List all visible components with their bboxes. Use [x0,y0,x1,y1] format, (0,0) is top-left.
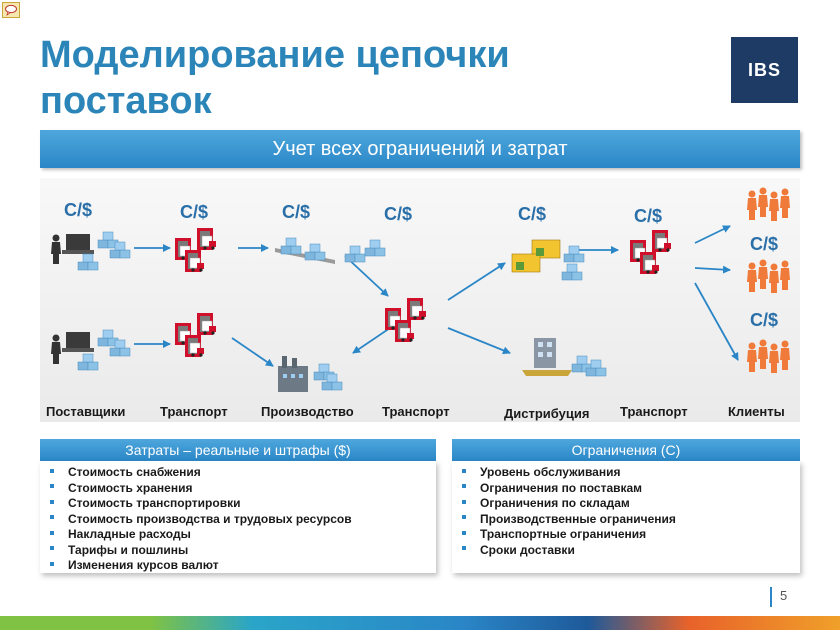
customers-icon [747,340,790,374]
list-item: Уровень обслуживания [462,465,800,481]
list-item: Стоимость производства и трудовых ресурс… [50,512,436,528]
list-item-text: Накладные расходы [68,527,191,541]
customers-icon [747,260,790,294]
bullet-icon [50,499,54,504]
bullet-icon [462,546,466,551]
page-number-separator [770,587,772,607]
list-item-text: Тарифы и пошлины [68,542,189,557]
warehouse-icon [511,239,585,281]
flow-arrows [134,225,739,367]
bullet-icon [50,468,54,473]
bullet-icon [462,515,466,520]
supplier-icon [51,231,131,271]
limits-panel-title: Ограничения (С) [452,439,800,461]
customers-icon [747,188,790,222]
list-item: Стоимость хранения [50,481,436,497]
cost-label-suppliers: C/$ [64,200,92,220]
limits-list: Уровень обслуживания Ограничения по пост… [452,461,800,558]
bullet-icon [462,499,466,504]
list-item-text: Изменения курсов валют [68,558,219,572]
footer-color-bar [0,616,840,630]
stage-label: Транспорт [620,404,688,419]
cost-label-transport-1: C/$ [180,202,208,222]
list-item: Производственные ограничения [462,512,800,528]
comment-icon[interactable] [2,2,20,18]
list-item-text: Стоимость хранения [68,480,193,495]
list-item: Ограничения по поставкам [462,481,800,497]
bullet-icon [50,484,54,489]
costs-panel-title: Затраты – реальные и штрафы ($) [40,439,436,461]
cost-label-transport-3: C/$ [634,206,662,226]
costs-panel: Стоимость снабжения Стоимость хранения С… [40,461,436,573]
truck-icon [175,313,216,357]
list-item: Сроки доставки [462,543,800,559]
list-item-text: Уровень обслуживания [480,465,621,479]
ibs-logo: IBS [731,37,798,103]
cost-label-transport-2: C/$ [384,204,412,224]
list-item: Стоимость транспортировки [50,496,436,512]
list-item-text: Стоимость транспортировки [68,496,241,510]
distribution-center-icon [522,338,607,377]
cost-label-customers-2: C/$ [750,310,778,330]
bullet-icon [462,468,466,473]
cost-labels: C/$ C/$ C/$ C/$ C/$ C/$ C/$ C/$ [64,200,778,330]
stage-label: Поставщики [46,404,125,419]
list-item: Накладные расходы [50,527,436,543]
bullet-icon [462,530,466,535]
bullet-icon [462,484,466,489]
supplier-icon [51,329,131,371]
truck-icon [175,228,216,272]
cost-label-production: C/$ [282,202,310,222]
supply-chain-diagram: C/$ C/$ C/$ C/$ C/$ C/$ C/$ C/$ Поставщи… [46,178,800,421]
factory-icon [278,356,343,392]
cost-label-distribution: C/$ [518,204,546,224]
truck-icon [385,298,426,342]
list-item-text: Производственные ограничения [480,511,676,526]
stage-label: Клиенты [728,404,785,419]
bullet-icon [50,546,54,551]
bullet-icon [50,561,54,566]
page-number: 5 [780,588,788,603]
list-item: Изменения курсов валют [50,558,436,574]
list-item: Транспортные ограничения [462,527,800,543]
logo-text: IBS [747,60,781,80]
stage-label: Транспорт [160,404,228,419]
list-item-text: Транспортные ограничения [480,527,647,541]
slide-title: Моделирование цепочки поставок [40,34,510,122]
list-item-text: Сроки доставки [480,542,575,557]
truck-icon [630,230,671,274]
list-item-text: Стоимость снабжения [68,465,201,479]
list-item: Ограничения по складам [462,496,800,512]
costs-list: Стоимость снабжения Стоимость хранения С… [40,461,436,574]
list-item-text: Ограничения по складам [480,496,630,510]
list-item: Тарифы и пошлины [50,543,436,559]
list-item-text: Стоимость производства и трудовых ресурс… [68,511,352,526]
stage-label: Дистрибуция [504,406,589,421]
list-item: Стоимость снабжения [50,465,436,481]
conveyor-icon [275,237,386,264]
stage-labels: Поставщики Транспорт Производство Трансп… [46,404,785,421]
limits-panel: Уровень обслуживания Ограничения по пост… [452,461,800,573]
cost-label-customers-1: C/$ [750,234,778,254]
stage-label: Транспорт [382,404,450,419]
list-item-text: Ограничения по поставкам [480,480,643,495]
bullet-icon [50,530,54,535]
bullet-icon [50,515,54,520]
stage-label: Производство [261,404,354,419]
section-banner: Учет всех ограничений и затрат [40,130,800,168]
